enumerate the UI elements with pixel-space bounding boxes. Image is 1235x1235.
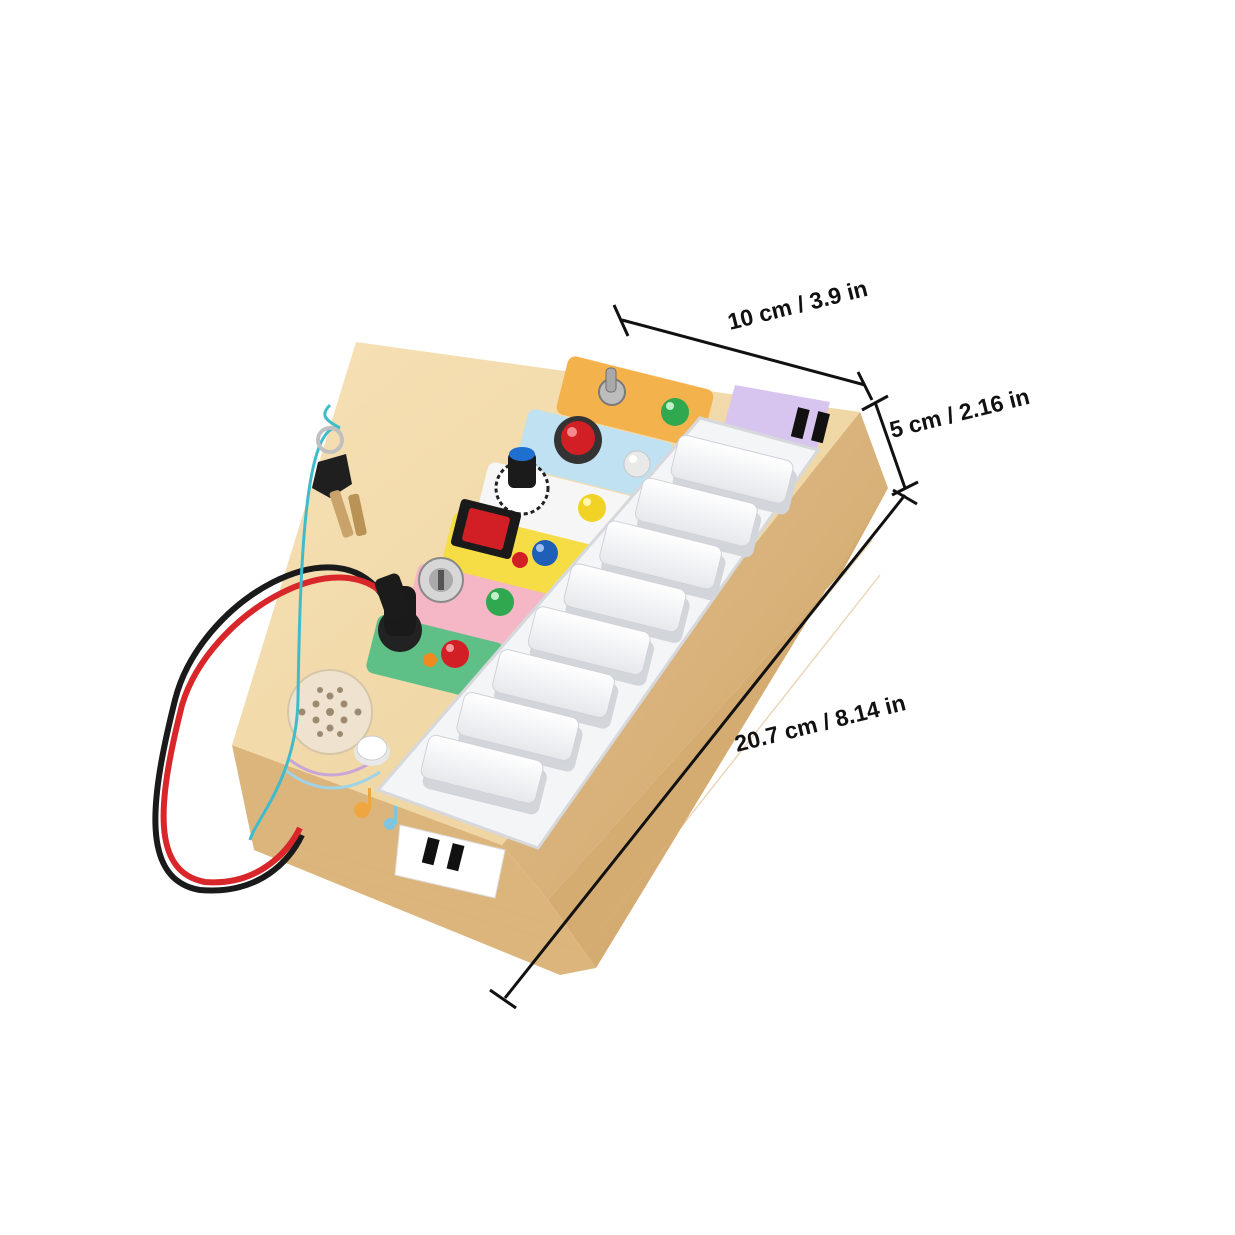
- piano-key[interactable]: [631, 477, 764, 559]
- dimension-height-label: 5 cm / 2.16 in: [887, 383, 1032, 443]
- yellow-led: [578, 494, 606, 522]
- red-led: [441, 640, 469, 668]
- piano-key[interactable]: [524, 605, 657, 687]
- dimension-width: [612, 304, 874, 401]
- white-push-button[interactable]: [354, 735, 390, 766]
- white-led: [623, 450, 651, 478]
- keys-icon: [312, 426, 367, 538]
- dimension-width-label: 10 cm / 3.9 in: [725, 275, 870, 335]
- small-orange-led: [423, 653, 437, 667]
- piano-key[interactable]: [596, 519, 729, 601]
- toggle-switch[interactable]: [598, 367, 626, 406]
- speaker-icon: [284, 669, 381, 790]
- key-lock[interactable]: [418, 557, 464, 603]
- box-right-side: [502, 412, 888, 900]
- power-plug: [374, 573, 412, 621]
- blue-led: [532, 540, 558, 566]
- rocker-switch[interactable]: [450, 498, 522, 560]
- piano-key[interactable]: [417, 734, 550, 816]
- piano-key[interactable]: [560, 562, 693, 644]
- piano-decoration-bottom: [394, 824, 506, 899]
- green-led-2: [486, 588, 514, 616]
- piano-key[interactable]: [489, 648, 622, 730]
- dimension-length: [489, 488, 918, 1010]
- music-note-icon: [354, 788, 397, 830]
- rotary-knob[interactable]: [494, 447, 550, 516]
- green-led-1: [661, 398, 689, 426]
- piano-key[interactable]: [453, 691, 586, 773]
- key-lanyard: [248, 403, 341, 841]
- red-push-button[interactable]: [554, 416, 602, 464]
- piano-key[interactable]: [667, 434, 800, 516]
- small-red-led: [512, 552, 528, 568]
- piano-keys: [417, 434, 800, 816]
